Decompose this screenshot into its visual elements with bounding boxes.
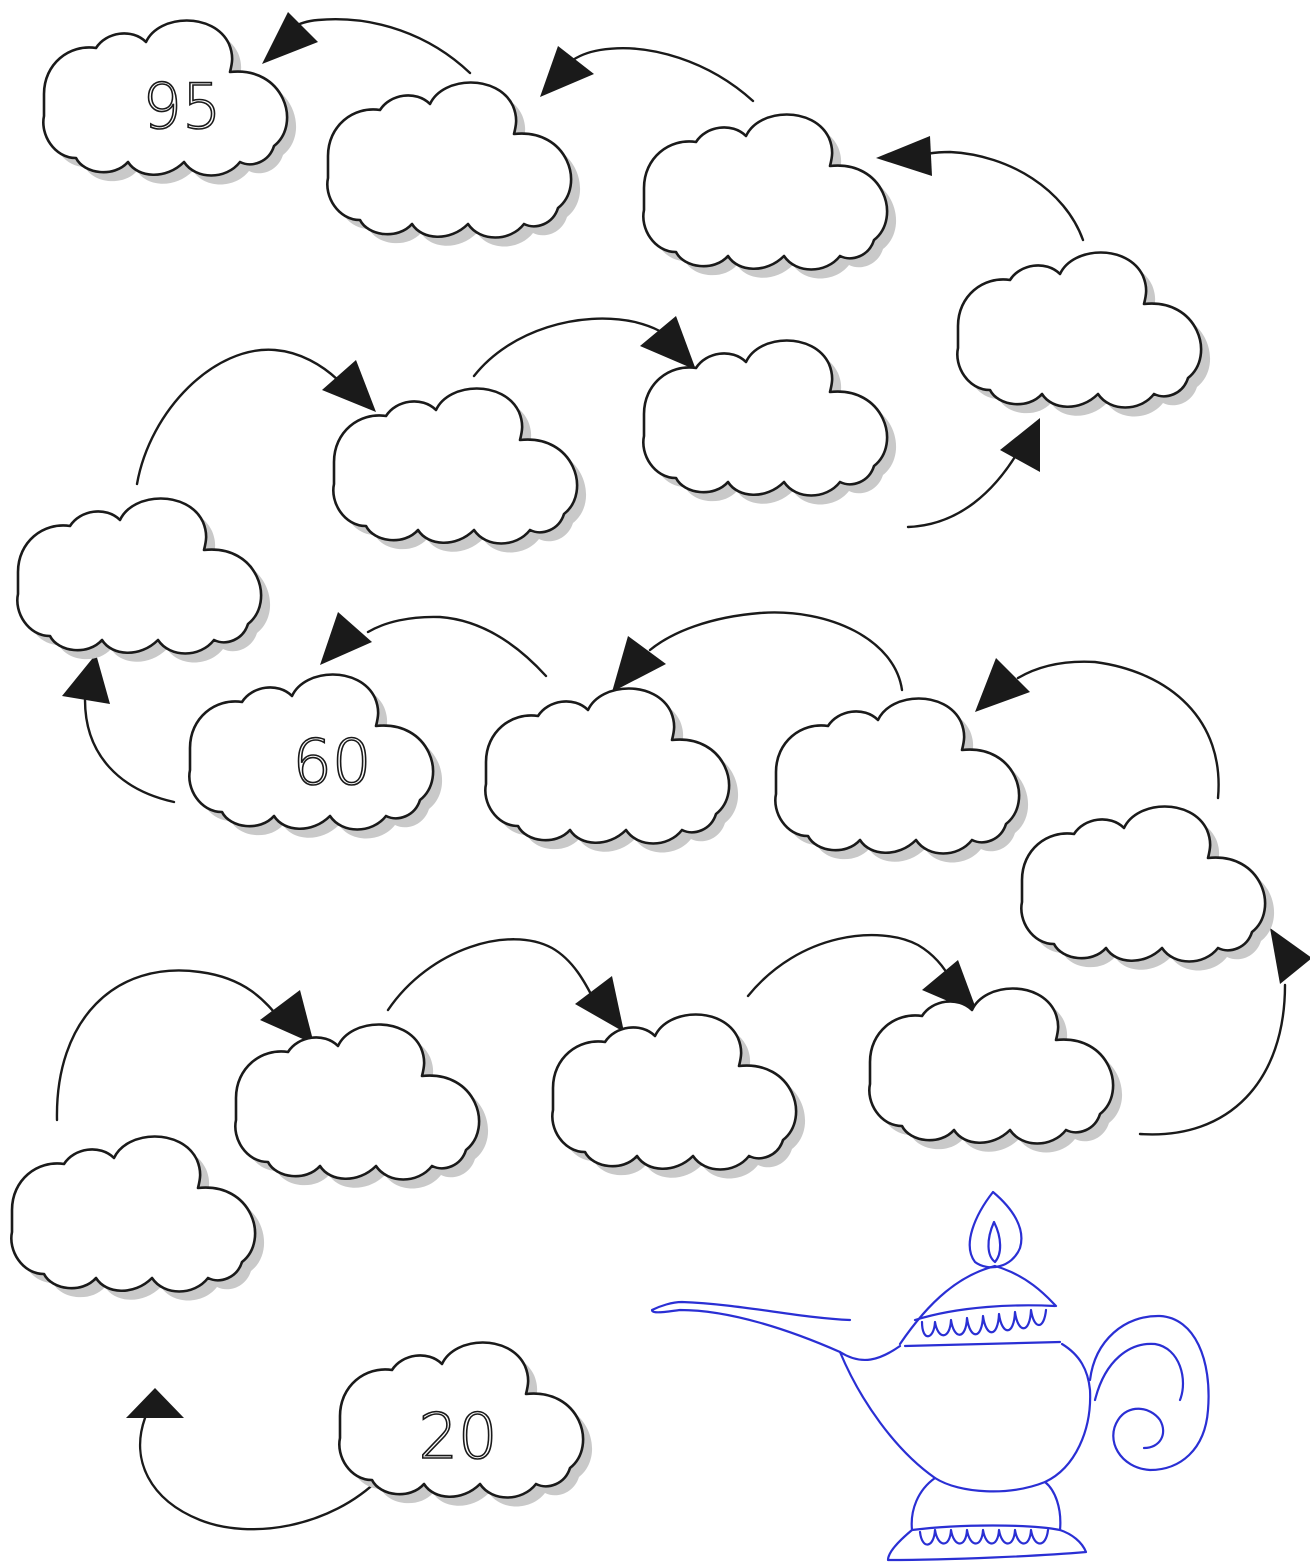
cloud-3[interactable] xyxy=(235,1025,488,1189)
cloud-5[interactable] xyxy=(869,989,1122,1153)
cloud-9[interactable]: 60 xyxy=(189,675,442,839)
magic-lamp-icon xyxy=(652,1192,1209,1566)
cloud-11[interactable] xyxy=(333,389,586,553)
cloud-15[interactable] xyxy=(327,83,580,247)
cloud-2[interactable] xyxy=(11,1137,264,1301)
cloud-1-start[interactable]: 20 xyxy=(339,1343,592,1507)
arrow-step-3 xyxy=(388,939,624,1032)
arrow-step-7 xyxy=(612,612,902,692)
cloud-number: 20 xyxy=(419,1400,498,1473)
cloud-number: 95 xyxy=(143,70,222,143)
cloud-13[interactable] xyxy=(957,253,1210,417)
arrow-step-9 xyxy=(62,654,174,802)
arrow-step-8 xyxy=(320,612,546,676)
cloud-16-end[interactable]: 95 xyxy=(43,21,296,185)
cloud-8[interactable] xyxy=(485,689,738,853)
cloud-path: 20 xyxy=(11,21,1274,1507)
cloud-number: 60 xyxy=(293,726,372,799)
arrow-step-11 xyxy=(474,316,696,376)
arrow-step-13 xyxy=(876,136,1083,240)
cloud-4[interactable] xyxy=(552,1015,805,1179)
arrow-step-14 xyxy=(540,46,753,101)
cloud-6[interactable] xyxy=(1021,807,1274,971)
arrow-step-15 xyxy=(262,12,470,73)
cloud-7[interactable] xyxy=(775,699,1028,863)
cloud-10[interactable] xyxy=(17,499,270,663)
cloud-14[interactable] xyxy=(643,115,896,279)
cloud-12[interactable] xyxy=(643,341,896,505)
arrow-step-12 xyxy=(908,418,1040,527)
